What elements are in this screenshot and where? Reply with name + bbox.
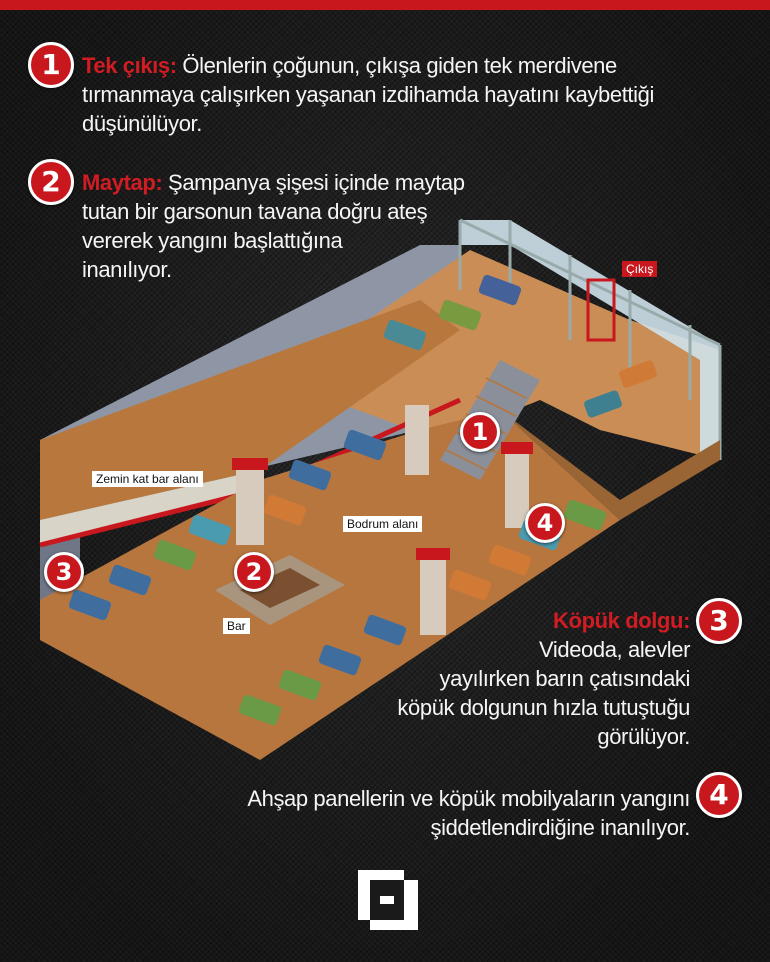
note-2-text: Maytap: Şampanya şişesi içinde maytap tu… (82, 168, 542, 284)
note-2-line-2: tutan bir garsonun tavana doğru ateş (82, 199, 428, 224)
note-4-line-2: şiddetlendirdiğine inanılıyor. (430, 815, 690, 840)
note-4-badge: 4 (696, 772, 742, 818)
note-1-keyword: Tek çıkış: (82, 53, 177, 78)
note-1-text: Tek çıkış: Ölenlerin çoğunun, çıkışa gid… (82, 51, 752, 138)
note-2-line-4: inanılıyor. (82, 257, 172, 282)
note-2-line-3: vererek yangını başlattığına (82, 228, 343, 253)
map-marker-4: 4 (525, 503, 565, 543)
map-marker-3: 3 (44, 552, 84, 592)
note-3-keyword: Köpük dolgu: (553, 608, 690, 633)
note-3-line-1: Videoda, alevler (539, 637, 690, 662)
note-3-text: Köpük dolgu: Videoda, alevler yayılırken… (340, 606, 690, 751)
note-1-badge: 1 (28, 42, 74, 88)
note-3-line-3: köpük dolgunun hızla tutuştuğu (397, 695, 690, 720)
h-logo-icon (358, 870, 418, 930)
map-label-exit: Çıkış (622, 261, 658, 277)
note-1-line-1: Ölenlerin çoğunun, çıkışa giden tek merd… (182, 53, 617, 78)
note-2-line-1: Şampanya şişesi içinde maytap (168, 170, 465, 195)
map-label-ground-floor-bar: Zemin kat bar alanı (92, 471, 203, 487)
note-3-badge: 3 (696, 598, 742, 644)
map-label-basement: Bodrum alanı (343, 516, 423, 532)
note-1-line-2: tırmanmaya çalışırken yaşanan izdihamda … (82, 82, 654, 107)
note-4-line-1: Ahşap panellerin ve köpük mobilyaların y… (247, 786, 690, 811)
note-3-line-4: görülüyor. (597, 724, 690, 749)
top-accent-bar (0, 0, 770, 10)
note-3-line-2: yayılırken barın çatısındaki (439, 666, 691, 691)
note-2-badge: 2 (28, 159, 74, 205)
map-marker-2: 2 (234, 552, 274, 592)
note-2-keyword: Maytap: (82, 170, 163, 195)
map-label-bar: Bar (223, 618, 250, 634)
note-4-text: Ahşap panellerin ve köpük mobilyaların y… (180, 784, 690, 842)
note-1-line-3: düşünülüyor. (82, 111, 202, 136)
map-marker-1: 1 (460, 412, 500, 452)
